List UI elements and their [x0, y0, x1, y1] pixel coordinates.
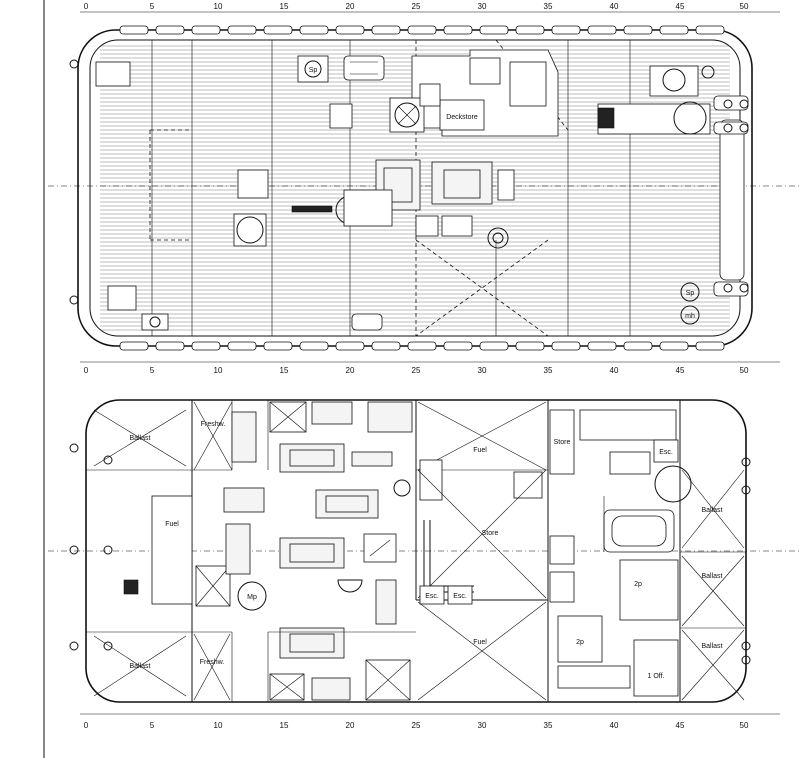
lower-label-ballast-right-1: Ballast — [701, 507, 722, 514]
lower-round-tank — [654, 465, 692, 503]
scale-mid-15: 15 — [280, 366, 289, 375]
scale-mid-45: 45 — [676, 366, 685, 375]
lower-label-esc-2: Esc. — [453, 593, 467, 600]
deck-liferaft-1 — [343, 55, 385, 81]
scale-bot-20: 20 — [346, 721, 355, 730]
deck-fenders-bottom — [119, 341, 725, 351]
scale-top-20: 20 — [346, 2, 355, 11]
lower-deck-plan: Ballast Freshw. Fuel Ballast Fre — [48, 399, 800, 703]
scale-bot-0: 0 — [84, 721, 89, 730]
lower-fuel-bottom: Fuel — [417, 601, 547, 701]
lower-label-ballast-bottom-left: Ballast — [129, 663, 150, 670]
deck-hatch-left-bottom — [107, 285, 137, 311]
scale-mid-40: 40 — [610, 366, 619, 375]
scale-top-0: 0 — [84, 2, 89, 11]
lower-label-ballast-right-3: Ballast — [701, 643, 722, 650]
deck-vent-bottom-left — [149, 316, 161, 328]
lower-store-center: Store Esc. Esc. — [417, 469, 547, 605]
scale-bot-10: 10 — [214, 721, 223, 730]
lower-label-freshw-top: Freshw. — [201, 421, 226, 428]
scale-middle: 0 5 10 15 20 25 30 35 40 45 50 — [80, 361, 780, 375]
deck-hatch-square-1 — [237, 169, 269, 199]
deck-sp-circle-fwd — [304, 60, 322, 78]
lower-label-2p-lower: 2p — [576, 639, 584, 646]
scale-top: 0 5 10 15 20 25 30 35 40 45 50 — [80, 2, 780, 13]
scale-bot-30: 30 — [478, 721, 487, 730]
deck-grating — [329, 103, 353, 129]
deck-plan: Sp Deckstore — [48, 25, 800, 351]
scale-bot-15: 15 — [280, 721, 289, 730]
scale-bot-35: 35 — [544, 721, 553, 730]
scale-top-15: 15 — [280, 2, 289, 11]
lower-label-2p-upper: 2p — [634, 581, 642, 588]
scale-mid-0: 0 — [84, 366, 89, 375]
lower-ballast-right: Ballast Ballast Ballast — [680, 469, 746, 701]
scale-bot-50: 50 — [740, 721, 749, 730]
deck-sp-hatch-fwd — [297, 55, 329, 83]
lower-label-ballast-right-2: Ballast — [701, 573, 722, 580]
scale-top-5: 5 — [150, 2, 155, 11]
scale-mid-50: 50 — [740, 366, 749, 375]
deck-label-sp-aft: Sp — [686, 290, 695, 297]
lower-label-mp: Mp — [247, 594, 257, 601]
lower-ballast-bottom-left: Ballast — [93, 635, 187, 697]
deck-hatch-round-2 — [236, 216, 264, 244]
deck-sp-circle-aft — [680, 282, 700, 302]
deck-label-mh: mh — [685, 313, 695, 320]
scale-top-45: 45 — [676, 2, 685, 11]
deckhouse: Deckstore — [389, 49, 559, 137]
scale-top-30: 30 — [478, 2, 487, 11]
scale-top-40: 40 — [610, 2, 619, 11]
lower-label-fuel-top: Fuel — [473, 447, 487, 454]
lower-label-ballast-top-left: Ballast — [129, 435, 150, 442]
lower-label-freshw-bottom: Freshw. — [200, 659, 225, 666]
scale-top-35: 35 — [544, 2, 553, 11]
lower-label-office: 1 Off. — [648, 673, 665, 680]
scale-mid-35: 35 — [544, 366, 553, 375]
scale-mid-25: 25 — [412, 366, 421, 375]
scale-mid-5: 5 — [150, 366, 155, 375]
lower-label-store-center: Store — [482, 530, 499, 537]
deck-hatch-left-top — [95, 61, 131, 87]
deck-label-deckstore: Deckstore — [446, 114, 478, 121]
scale-bot-5: 5 — [150, 721, 155, 730]
deck-label-sp-fwd: Sp — [309, 67, 318, 74]
deck-hatch-square-2 — [233, 213, 267, 247]
deck-towing-winch — [597, 65, 749, 297]
scale-bot-25: 25 — [412, 721, 421, 730]
scale-bot-45: 45 — [676, 721, 685, 730]
lower-fuel-left: Fuel — [123, 495, 193, 605]
scale-mid-20: 20 — [346, 366, 355, 375]
deck-liferaft-2 — [351, 313, 383, 331]
deck-hatch-left-bottom-2 — [141, 313, 169, 331]
scale-mid-30: 30 — [478, 366, 487, 375]
scale-top-10: 10 — [214, 2, 223, 11]
lower-freshwater-bottom: Freshw. — [192, 631, 233, 702]
lower-engine-room: Mp — [195, 401, 416, 702]
lower-ballast-top-left: Ballast — [93, 409, 187, 467]
scale-bot-40: 40 — [610, 721, 619, 730]
deck-mh-circle — [680, 305, 700, 325]
lower-fuel-top: Fuel — [416, 401, 548, 501]
lower-label-fuel-bottom: Fuel — [473, 639, 487, 646]
scale-mid-10: 10 — [214, 366, 223, 375]
lower-accommodation: Store Esc. 2p 2p 1 Off. — [549, 409, 692, 697]
deck-fenders-top — [119, 25, 725, 35]
deck-winches — [291, 159, 515, 249]
scale-top-25: 25 — [412, 2, 421, 11]
lower-label-esc-1: Esc. — [425, 593, 439, 600]
lower-label-store-right: Store — [554, 439, 571, 446]
scale-top-50: 50 — [740, 2, 749, 11]
lower-label-esc-right: Esc. — [659, 449, 673, 456]
lower-bollards — [69, 443, 751, 665]
deck-bollards — [69, 59, 749, 305]
lower-freshwater-top: Freshw. — [192, 400, 233, 471]
scale-bottom: 0 5 10 15 20 25 30 35 40 45 50 — [80, 713, 780, 730]
lower-label-fuel-left: Fuel — [165, 521, 179, 528]
